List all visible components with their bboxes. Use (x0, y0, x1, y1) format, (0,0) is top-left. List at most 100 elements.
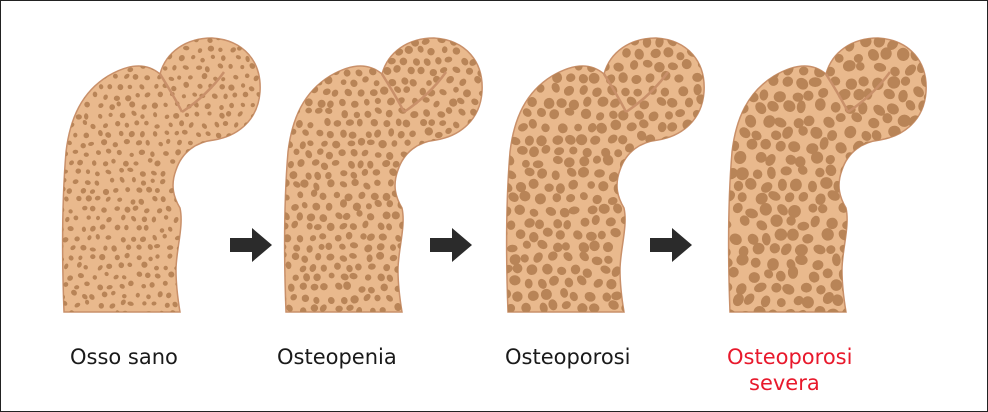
pore (480, 179, 489, 187)
pore (695, 226, 707, 238)
pore (64, 113, 71, 119)
pore (917, 36, 928, 49)
pore (245, 26, 252, 33)
pore (653, 203, 668, 218)
pore (277, 99, 285, 107)
pore (249, 132, 255, 138)
pore (311, 46, 319, 56)
pore (250, 199, 257, 206)
pore (704, 238, 717, 251)
pore (874, 150, 889, 165)
pore (453, 302, 462, 312)
pore (682, 266, 694, 279)
pore (88, 53, 95, 60)
pore (894, 140, 908, 154)
pore (204, 177, 211, 183)
pore (207, 216, 213, 223)
pore (632, 238, 645, 250)
pore (691, 131, 705, 145)
pore (498, 97, 508, 107)
pore (105, 66, 113, 74)
pore (197, 180, 203, 186)
pore (914, 257, 928, 271)
pore (642, 263, 655, 276)
pore (213, 291, 220, 298)
pore (72, 101, 78, 107)
pore (266, 275, 272, 282)
pore (261, 282, 266, 287)
pore (87, 81, 93, 88)
pore (427, 302, 437, 312)
pore (192, 281, 198, 287)
pore (463, 193, 472, 202)
pore (305, 79, 314, 87)
pore (935, 76, 945, 86)
pore (349, 34, 358, 43)
pore (386, 28, 394, 37)
label-osteoporosis: Osteoporosi (505, 344, 630, 370)
pore (587, 37, 598, 47)
pore (859, 167, 875, 182)
pore (188, 243, 195, 250)
pore (276, 26, 286, 36)
pore (267, 26, 272, 32)
pore (415, 263, 423, 273)
pore (493, 303, 507, 317)
pore (85, 36, 91, 42)
pore (904, 139, 921, 156)
pore (252, 216, 258, 223)
pore (337, 24, 346, 33)
pore (351, 25, 360, 35)
pore (188, 160, 193, 166)
pore (74, 81, 82, 88)
pore (274, 161, 281, 170)
pore (234, 225, 240, 232)
pore (790, 25, 804, 39)
pore (240, 303, 246, 309)
pore (433, 182, 443, 192)
pore (688, 256, 698, 266)
pore (727, 114, 738, 124)
pore (509, 83, 522, 94)
pore (123, 25, 129, 32)
pore (626, 226, 641, 241)
pore (411, 254, 419, 263)
pore (103, 312, 109, 318)
pore (206, 196, 211, 201)
pore (229, 280, 235, 286)
pore (51, 236, 57, 243)
pore (715, 174, 730, 189)
pore (260, 168, 266, 175)
pore (910, 205, 925, 220)
pore (269, 293, 274, 299)
pore (750, 71, 763, 86)
pore (635, 167, 644, 177)
pore (410, 24, 420, 34)
pore (225, 208, 231, 215)
pore (511, 38, 523, 49)
pore (418, 160, 428, 170)
pore (62, 44, 69, 50)
pore (147, 54, 154, 61)
pore (682, 203, 697, 218)
pore (435, 26, 444, 36)
pore (270, 191, 278, 198)
pore (263, 130, 268, 137)
pore (443, 210, 450, 219)
pore (657, 313, 670, 326)
pore (899, 284, 914, 298)
pore (199, 158, 205, 165)
pore (477, 281, 486, 290)
pore (522, 50, 532, 58)
pore (243, 185, 250, 192)
pore (224, 158, 232, 166)
pore (236, 280, 244, 288)
pore (484, 223, 492, 231)
pore (521, 21, 533, 33)
pore (897, 303, 914, 320)
pore (252, 262, 258, 267)
pore (67, 91, 75, 98)
pore (702, 108, 716, 122)
pore (210, 247, 217, 253)
pore (266, 206, 273, 213)
